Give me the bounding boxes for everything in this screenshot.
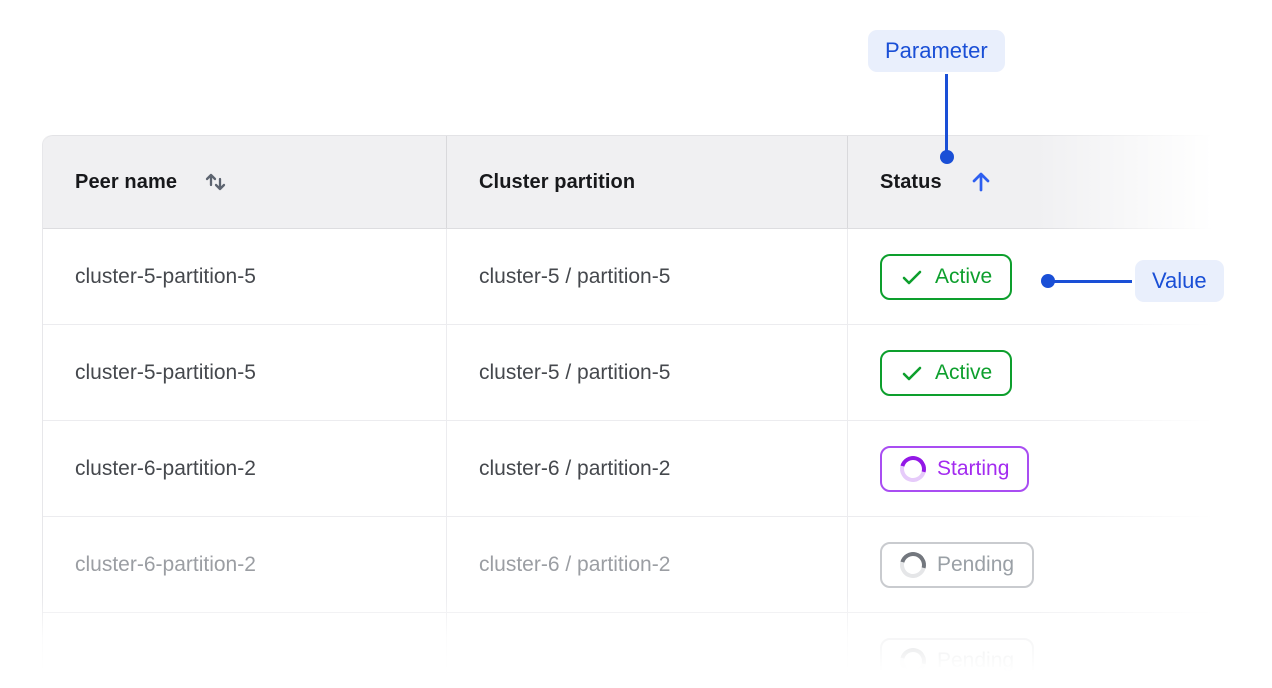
peer-name-cell: cluster-5-partition-5 [43,229,447,324]
status-badge: Active [880,253,1013,300]
status-badge: Pending [880,541,1035,588]
status-badge-label: Pending [937,649,1015,672]
status-badge-label: Pending [937,553,1015,576]
table-row[interactable]: cluster-6-partition-2 cluster-6 / partit… [43,517,1215,613]
status-cell: Active [848,325,1215,420]
cluster-partition-cell: cluster-5 / partition-5 [447,325,848,420]
status-badge-label: Starting [937,457,1010,480]
check-icon [900,361,924,385]
sort-ascending-icon[interactable] [968,169,994,195]
status-cell: Starting [848,421,1215,516]
spinner-icon [895,450,931,487]
status-badge: Pending [880,637,1035,684]
peer-name-value: cluster-5-partition-5 [75,360,256,384]
status-badge-label: Active [935,265,993,288]
status-badge: Starting [880,445,1030,492]
parameter-annotation-label: Parameter [868,30,1005,73]
column-header-label: Peer name [75,170,178,193]
cluster-partition-cell: cluster-6 / partition-2 [447,517,848,612]
parameter-annotation: Parameter [868,30,1005,73]
status-cell: Pending [848,517,1215,612]
cluster-partition-value: cluster-5 / partition-5 [479,360,671,384]
status-badge-label: Active [935,361,993,384]
table-row[interactable]: cluster-5-partition-5 cluster-5 / partit… [43,229,1215,325]
parameter-connector-line [945,74,948,152]
column-header-peer-name[interactable]: Peer name [43,136,447,228]
value-annotation: Value [1135,260,1224,303]
cluster-partition-cell [447,613,848,688]
check-icon [900,265,924,289]
column-header-label: Status [880,170,942,193]
column-header-cluster-partition[interactable]: Cluster partition [447,136,848,228]
cluster-partition-value: cluster-5 / partition-5 [479,264,671,288]
peer-name-cell: cluster-6-partition-2 [43,517,447,612]
table-row[interactable]: cluster-6-partition-2 cluster-6 / partit… [43,421,1215,517]
peer-name-cell: cluster-5-partition-5 [43,325,447,420]
spinner-icon [895,642,931,679]
table-row[interactable]: cluster-5-partition-5 cluster-5 / partit… [43,325,1215,421]
cluster-partition-value: cluster-6 / partition-2 [479,552,671,576]
value-connector-line [1048,280,1132,283]
status-badge: Active [880,349,1013,396]
peer-name-cell [43,613,447,688]
column-header-status[interactable]: Status [848,136,1215,228]
cluster-partition-value: cluster-6 / partition-2 [479,456,671,480]
peer-name-cell: cluster-6-partition-2 [43,421,447,516]
sort-both-icon[interactable] [203,169,228,195]
spinner-icon [895,546,931,583]
status-cell: Pending [848,613,1215,688]
cluster-partition-cell: cluster-6 / partition-2 [447,421,848,516]
peer-name-value: cluster-5-partition-5 [75,264,256,288]
table-header-row: Peer name Cluster partition Status [43,135,1215,229]
peers-table: Peer name Cluster partition Status [42,135,1215,688]
cluster-partition-cell: cluster-5 / partition-5 [447,229,848,324]
parameter-connector-dot [940,150,954,164]
table-row[interactable]: Pending [43,613,1215,688]
peer-name-value: cluster-6-partition-2 [75,456,256,480]
value-annotation-label: Value [1135,260,1224,303]
column-header-label: Cluster partition [479,170,636,193]
peer-name-value: cluster-6-partition-2 [75,552,256,576]
status-cell: Active [848,229,1215,324]
